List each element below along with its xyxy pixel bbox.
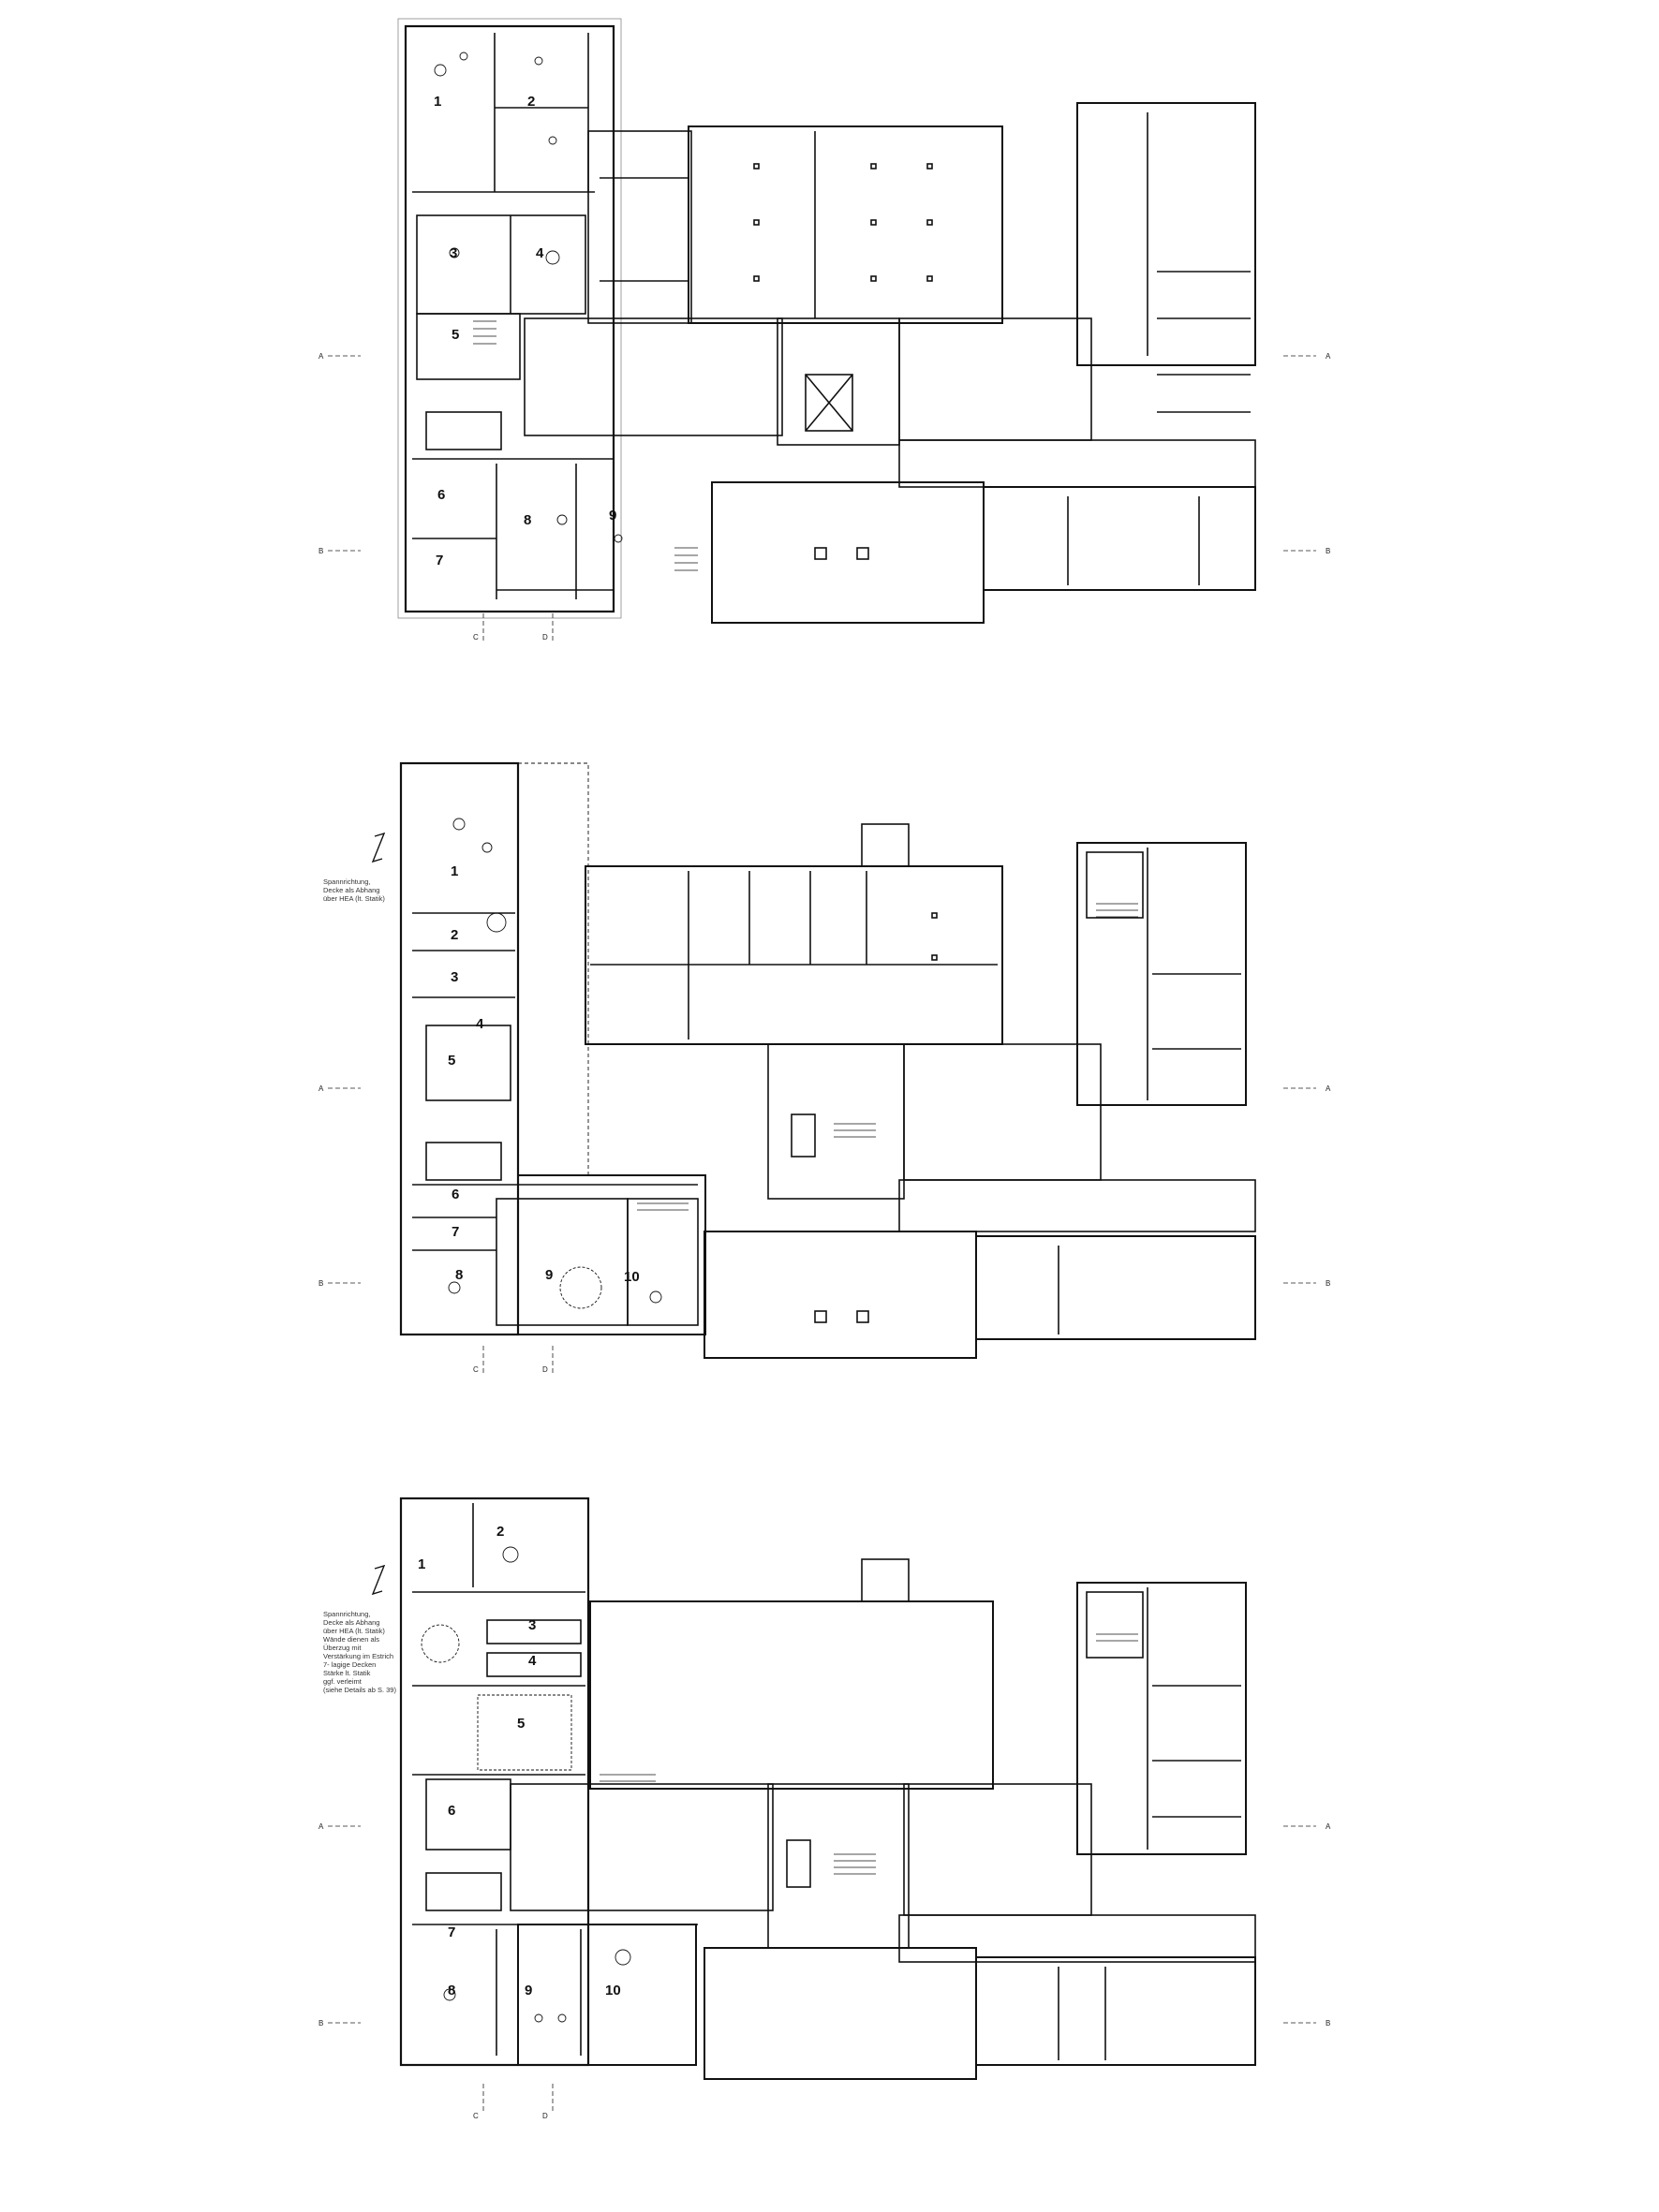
span-direction-icon	[371, 832, 386, 863]
room-label: 7	[436, 553, 443, 568]
note-line: Wände dienen als	[323, 1635, 379, 1644]
note-line: (siehe Details ab S. 39)	[323, 1686, 396, 1694]
room-label: 9	[525, 1983, 532, 1998]
room-label: 5	[452, 327, 459, 343]
section-marker-c: C	[473, 2112, 479, 2120]
note-line: Decke als Abhang	[323, 886, 379, 894]
section-marker-a: A	[1326, 1822, 1331, 1831]
note-line: über HEA (lt. Statik)	[323, 1627, 385, 1635]
section-marker-b: B	[1326, 1279, 1330, 1288]
note-line: Spannrichtung,	[323, 1610, 370, 1618]
section-marker-b: B	[318, 547, 323, 555]
section-marker-b: B	[1326, 547, 1330, 555]
section-marker-b: B	[318, 2019, 323, 2028]
section-marker-d: D	[542, 1365, 548, 1374]
note-line: Decke als Abhang	[323, 1618, 379, 1627]
room-label: 3	[451, 969, 458, 985]
room-label: 6	[437, 487, 445, 503]
section-markers-middle	[328, 1087, 1316, 1374]
note-line: Verstärkung im Estrich	[323, 1652, 393, 1660]
section-markers-bottom	[328, 1825, 1316, 2112]
section-marker-c: C	[473, 1365, 479, 1374]
section-marker-c: C	[473, 633, 479, 641]
section-marker-a: A	[318, 1084, 324, 1093]
section-marker-b: B	[1326, 2019, 1330, 2028]
section-markers-top	[328, 355, 1316, 641]
furniture-marks	[421, 52, 662, 2023]
section-marker-a: A	[1326, 1084, 1331, 1093]
section-marker-a: A	[318, 352, 324, 361]
room-label: 2	[527, 94, 535, 110]
section-marker-a: A	[318, 1822, 324, 1831]
room-label: 2	[451, 927, 458, 943]
room-label: 7	[452, 1224, 459, 1240]
section-marker-a: A	[1326, 352, 1331, 361]
room-label: 8	[448, 1983, 455, 1998]
room-label: 5	[517, 1716, 525, 1732]
room-label: 8	[524, 512, 531, 528]
room-label: 1	[434, 94, 441, 110]
room-label: 2	[496, 1524, 504, 1540]
room-label: 10	[624, 1269, 640, 1285]
room-label: 4	[476, 1016, 484, 1032]
floor-plan-middle	[399, 761, 1256, 1359]
room-label: 6	[452, 1187, 459, 1202]
room-label: 10	[605, 1983, 621, 1998]
room-label: 7	[448, 1924, 455, 1940]
floor-plan-top	[397, 18, 1256, 624]
section-marker-d: D	[542, 2112, 548, 2120]
note-line: über HEA (lt. Statik)	[323, 894, 385, 903]
room-label: 1	[451, 863, 458, 879]
note-line: Spannrichtung,	[323, 877, 370, 886]
room-labels-bottom: 1 2 3 4 5 6 7 8 9 10	[418, 1524, 621, 1998]
note-line: ggf. verleimt	[323, 1677, 363, 1686]
room-label: 3	[450, 245, 457, 261]
span-note-bottom: Spannrichtung, Decke als Abhang über HEA…	[323, 1564, 396, 1694]
span-note-middle: Spannrichtung, Decke als Abhang über HEA…	[323, 832, 386, 903]
note-line: Stärke lt. Statik	[323, 1669, 371, 1677]
room-labels-top: 1 2 3 4 5 6 7 8 9	[434, 94, 616, 568]
section-marker-d: D	[542, 633, 548, 641]
note-line: 7- lagige Decken	[323, 1660, 376, 1669]
note-line: Überzug mit	[323, 1644, 362, 1652]
room-label: 4	[536, 245, 544, 261]
room-label: 4	[528, 1653, 537, 1669]
span-direction-icon	[371, 1564, 386, 1596]
room-labels-middle: 1 2 3 4 5 6 7 8 9 10	[448, 863, 640, 1285]
room-label: 9	[609, 508, 616, 524]
section-marker-b: B	[318, 1279, 323, 1288]
room-label: 8	[455, 1267, 463, 1283]
floor-plan-bottom	[399, 1497, 1256, 2080]
room-label: 1	[418, 1556, 425, 1572]
room-label: 6	[448, 1803, 455, 1819]
room-label: 5	[448, 1053, 455, 1069]
room-label: 9	[545, 1267, 553, 1283]
room-label: 3	[528, 1617, 536, 1633]
